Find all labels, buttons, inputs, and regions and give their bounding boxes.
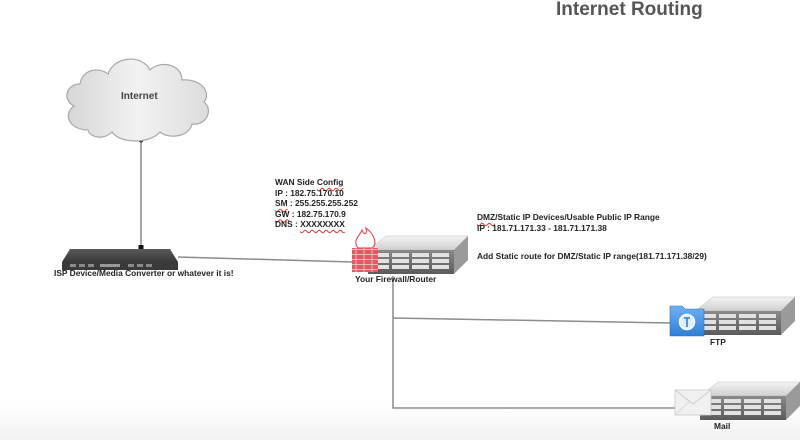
dmz-line2: IP : 181.71.171.33 - 181.71.171.38 [477,222,607,233]
wan-dns-value: XXXXXXXX [300,219,345,229]
wan-sm: SM : 255.255.255.252 [275,198,358,209]
connector-lines [140,140,680,409]
wan-gw-label: GW [275,208,290,219]
firewall-label: Your Firewall/Router [355,274,437,284]
wan-config-note: WAN Side Config IP : 182.75.170.10 SM : … [275,177,358,230]
wan-ip-label: IP [275,187,283,198]
firewall-server-icon [352,226,469,275]
link-firewall-trunk [392,276,680,409]
wan-gw-value: : 182.75.170.9 [289,208,346,219]
dmz-line1: DMZ/Static IP Devices/Usable Public IP R… [477,212,660,223]
ftp-label: FTP [710,337,726,347]
isp-device-label: ISP Device/Media Converter or whatever i… [54,268,234,278]
dmz-rest: /Static IP Devices/Usable Public IP Rang… [495,212,660,222]
link-firewall-ftp [392,317,673,324]
wan-ip-value: : 182.75.170.10 [282,187,344,198]
wan-heading: WAN Side Config [275,177,358,188]
wan-sm-label: SM [275,198,288,208]
dmz-prefix: DMZ [477,212,496,222]
page-title: Internet Routing [556,0,703,20]
cloud-label: Internet [121,91,158,102]
wan-heading-config: Config [316,177,344,187]
wan-ip: IP : 182.75.170.10 [275,188,358,199]
mail-label: Mail [714,421,731,431]
mail-server-icon [674,381,800,421]
connection-point [138,245,144,250]
ftp-server-icon [669,296,796,337]
wan-dns: DNS : XXXXXXXX [275,219,358,230]
wan-dns-label: DNS : [275,219,301,229]
cloud-icon [66,58,209,142]
dmz-info-note: DMZ/Static IP Devices/Usable Public IP R… [477,212,660,233]
static-route-note: Add Static route for DMZ/Static IP range… [477,251,707,261]
wan-heading-text: WAN Side [275,177,315,187]
link-isp-firewall [177,256,353,263]
modem-icon [62,249,178,270]
wan-sm-value: : 255.255.255.252 [287,198,358,208]
wan-gw: GW : 182.75.170.9 [275,209,358,220]
